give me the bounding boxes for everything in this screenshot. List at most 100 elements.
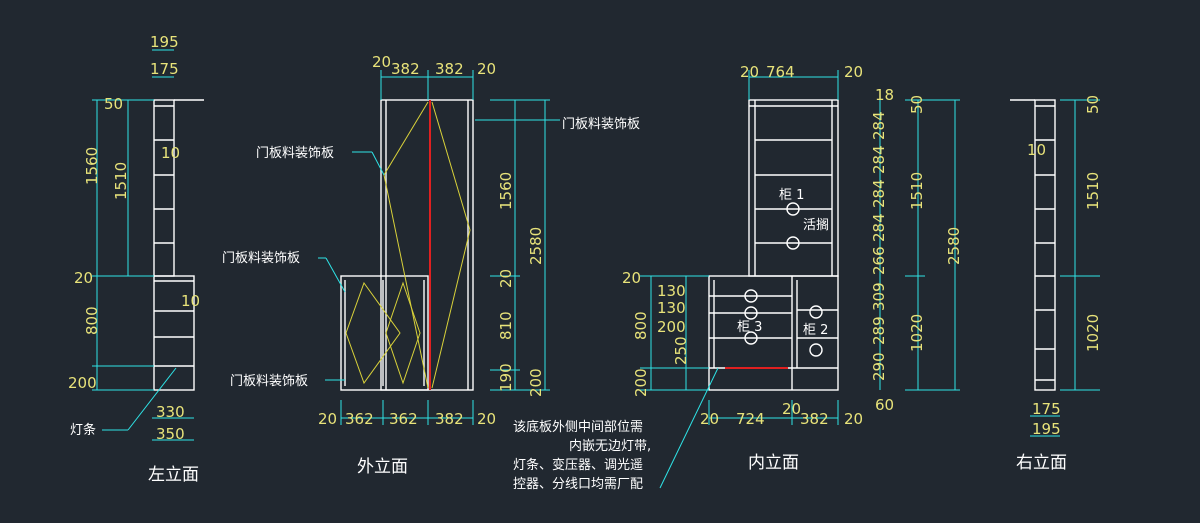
inner-right-266: 266 [870, 246, 888, 275]
right-elevation: 50 10 1510 1020 175 195 右立面 [1010, 95, 1102, 473]
inner-left-800: 800 [632, 311, 650, 340]
inner-right-1510: 1510 [908, 172, 926, 210]
inner-bottom-20c: 20 [844, 410, 863, 428]
right-dim-10: 10 [1027, 141, 1046, 159]
inner-right-284d: 284 [870, 213, 888, 242]
left-elevation-title: 左立面 [148, 465, 199, 485]
outer-lower-decor-right [385, 281, 421, 385]
inner-note-line-1: 该底板外侧中间部位需 [513, 419, 643, 435]
inner-handle-4 [744, 306, 758, 320]
movable-shelf-label: 活搁 [803, 218, 829, 233]
inner-top-764: 764 [766, 63, 795, 81]
left-dim-1510: 1510 [112, 162, 130, 200]
inner-right-18: 18 [875, 86, 894, 104]
inner-right-289: 289 [870, 316, 888, 345]
outer-bottom-362b: 362 [389, 410, 418, 428]
inner-right-50: 50 [908, 95, 926, 114]
outer-upper-decor-right [431, 101, 471, 389]
outer-bottom-20a: 20 [318, 410, 337, 428]
right-elevation-title: 右立面 [1016, 453, 1067, 473]
outer-lower-decor-left [345, 281, 401, 385]
right-dim-195: 195 [1032, 420, 1061, 438]
inner-right-284c: 284 [870, 179, 888, 208]
left-dim-330: 330 [156, 403, 185, 421]
inner-top-20b: 20 [844, 63, 863, 81]
outer-bottom-362a: 362 [345, 410, 374, 428]
inner-bottom-724: 724 [736, 410, 765, 428]
inner-right-284b: 284 [870, 145, 888, 174]
inner-right-1020: 1020 [908, 314, 926, 352]
right-side-panel [1034, 99, 1056, 391]
inner-bottom-20a: 20 [700, 410, 719, 428]
outer-top-382a: 382 [391, 60, 420, 78]
outer-label-top: 门板料装饰板 [562, 117, 640, 132]
left-dim-10a: 10 [161, 144, 180, 162]
inner-note-line-3: 灯条、变压器、调光遥 [513, 457, 643, 473]
light-strip-label: 灯条 [70, 422, 96, 438]
inner-top-20a: 20 [740, 63, 759, 81]
left-upper-side-panel [153, 99, 175, 277]
outer-top-20a: 20 [372, 53, 391, 71]
outer-elevation: 20 382 382 20 1560 20 810 190 2580 200 2… [222, 53, 640, 477]
cabinet-2-label: 柜 2 [803, 323, 828, 338]
inner-handle-3 [744, 289, 758, 303]
cabinet-3-label: 柜 3 [737, 320, 762, 335]
inner-note-line-4: 控器、分线口均需厂配 [513, 477, 643, 492]
inner-left-200b: 200 [632, 368, 650, 397]
inner-note-line-2: 内嵌无边灯带, [569, 438, 651, 454]
inner-handle-5 [744, 331, 758, 345]
left-dim-200: 200 [68, 374, 97, 392]
left-dim-350: 350 [156, 425, 185, 443]
left-lower-cabinet [153, 275, 195, 391]
outer-dim-810: 810 [497, 311, 515, 340]
outer-lower-cabinet [340, 275, 429, 391]
outer-bottom-382: 382 [435, 410, 464, 428]
inner-handle-7 [809, 343, 823, 357]
inner-left-130b: 130 [657, 299, 686, 317]
outer-dim-1560: 1560 [497, 172, 515, 210]
outer-dim-190: 190 [497, 363, 515, 392]
right-dim-1020: 1020 [1084, 314, 1102, 352]
cabinet-1-label: 柜 1 [779, 188, 804, 203]
inner-right-2580: 2580 [945, 227, 963, 265]
inner-left-250: 250 [672, 336, 690, 365]
left-dim-10b: 10 [181, 292, 200, 310]
inner-right-60: 60 [875, 396, 894, 414]
right-dim-50: 50 [1084, 95, 1102, 114]
outer-main-frame [380, 99, 474, 391]
outer-top-20b: 20 [477, 60, 496, 78]
left-dim-175: 175 [150, 60, 179, 78]
inner-right-284a: 284 [870, 111, 888, 140]
inner-left-20: 20 [622, 269, 641, 287]
outer-dim-200: 200 [527, 368, 545, 397]
left-dim-1560: 1560 [83, 147, 101, 185]
left-dim-20: 20 [74, 269, 93, 287]
inner-bottom-382: 382 [800, 410, 829, 428]
inner-handle-2 [786, 236, 800, 250]
inner-handle-1 [786, 202, 800, 216]
outer-label-middle: 门板料装饰板 [222, 251, 300, 266]
outer-dim-2580: 2580 [527, 227, 545, 265]
inner-left-130a: 130 [657, 282, 686, 300]
outer-elevation-title: 外立面 [357, 457, 408, 477]
right-dim-1510: 1510 [1084, 172, 1102, 210]
outer-label-bottom: 门板料装饰板 [230, 374, 308, 389]
outer-top-382b: 382 [435, 60, 464, 78]
inner-handle-6 [809, 305, 823, 319]
left-dim-50: 50 [104, 95, 123, 113]
outer-bottom-20b: 20 [477, 410, 496, 428]
inner-right-309: 309 [870, 282, 888, 311]
inner-bottom-20b: 20 [782, 400, 801, 418]
left-dim-195: 195 [150, 33, 179, 51]
inner-right-290: 290 [870, 352, 888, 381]
left-dim-800: 800 [83, 306, 101, 335]
right-dim-175: 175 [1032, 400, 1061, 418]
outer-dim-20: 20 [497, 269, 515, 288]
inner-elevation-title: 内立面 [748, 453, 799, 473]
left-elevation: 195 175 50 10 20 10 200 330 350 1560 151… [68, 33, 204, 485]
inner-left-200a: 200 [657, 318, 686, 336]
outer-label-upper: 门板料装饰板 [256, 146, 334, 161]
inner-elevation: 柜 1 活搁 柜 3 柜 2 20 764 20 18 284 284 284 … [513, 63, 963, 492]
